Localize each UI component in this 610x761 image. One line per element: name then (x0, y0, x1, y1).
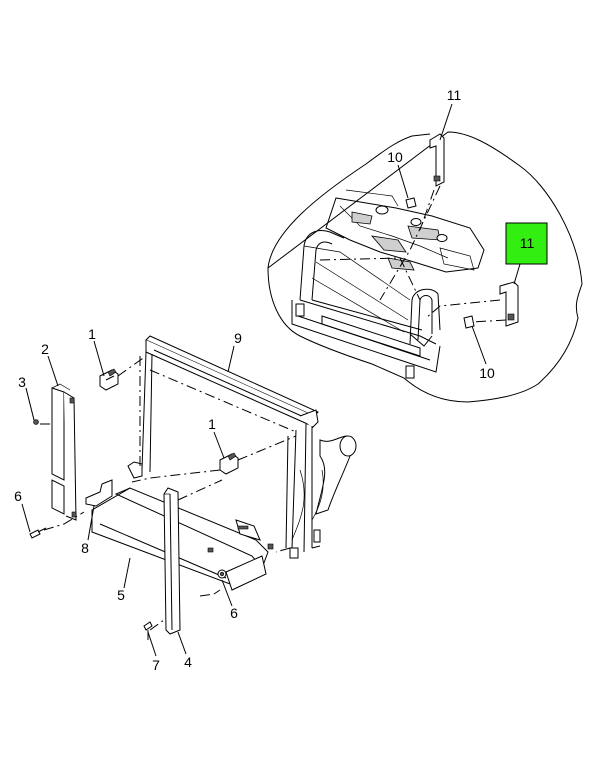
phantom-line (199, 593, 215, 597)
part-1-middle-bracket (219, 452, 239, 475)
callout-7[interactable]: 7 (152, 657, 160, 673)
callout-4[interactable]: 4 (184, 654, 192, 670)
callout-11-highlighted[interactable]: 11 (520, 235, 535, 251)
callout-10-upper[interactable]: 10 (387, 149, 403, 165)
part-11-right-bracket (499, 281, 519, 327)
part-7-screw (143, 621, 153, 640)
phantom-line (425, 299, 501, 319)
callout-2[interactable]: 2 (41, 341, 49, 357)
cab-back-frame (291, 230, 441, 379)
part-11-upper-bracket (429, 133, 445, 187)
radiator-hose (291, 435, 357, 541)
callout-1-middle[interactable]: 1 (208, 416, 216, 432)
phantom-line (149, 619, 165, 631)
phantom-line (419, 189, 435, 231)
callout-6-right[interactable]: 6 (230, 605, 238, 621)
phantom-line (117, 355, 147, 377)
callout-3[interactable]: 3 (18, 374, 26, 390)
callout-9[interactable]: 9 (234, 330, 242, 346)
phantom-line (275, 547, 291, 553)
part-2-side-seal (51, 383, 77, 521)
radiator-frame (127, 351, 321, 559)
callout-8[interactable]: 8 (81, 540, 89, 556)
phantom-line (177, 479, 223, 501)
part-5-lower-shroud (91, 487, 274, 591)
phantom-line (379, 185, 441, 301)
part-10-upper-fastener (405, 197, 417, 209)
part-9-top-support (145, 335, 319, 429)
callout-11-upper[interactable]: 11 (447, 87, 462, 103)
callout-10-lower[interactable]: 10 (479, 365, 495, 381)
callout-6-left[interactable]: 6 (14, 488, 22, 504)
part-10-right-fastener (463, 315, 475, 329)
part-4-vertical-seal (163, 487, 181, 635)
phantom-line (471, 319, 507, 323)
part-6-screw-right (213, 569, 227, 595)
callout-1-upper[interactable]: 1 (88, 326, 96, 342)
cab-outline (267, 131, 583, 403)
callout-5[interactable]: 5 (117, 587, 125, 603)
phantom-line (131, 469, 221, 483)
leader-lines (21, 103, 527, 657)
part-6-screw-left (29, 527, 47, 539)
phantom-line (149, 369, 297, 433)
part-3-screw (33, 419, 39, 425)
phantom-line (43, 511, 85, 531)
phantom-line (319, 257, 421, 301)
part-8-bracket (85, 479, 113, 507)
part-1-upper-bracket (99, 368, 119, 391)
cab-floor-detail (325, 189, 485, 273)
highlight-box (505, 222, 548, 265)
